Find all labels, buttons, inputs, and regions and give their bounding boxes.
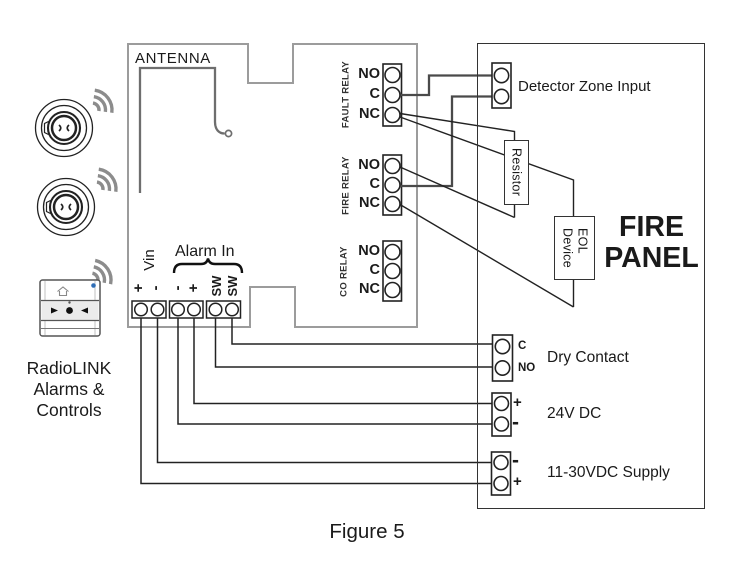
fault-nc-label: NC: [359, 105, 380, 122]
terminal-label-alarm-minus: -: [168, 285, 186, 290]
24v-label: 24V DC: [547, 405, 602, 422]
vin-label: Vin: [141, 249, 158, 271]
wire-alarm-plus-to-24v-plus: [193, 318, 492, 405]
dry-contact-label: Dry Contact: [547, 349, 629, 366]
terminal-label-vin-minus: -: [146, 285, 164, 290]
24v-minus-label: -: [512, 411, 519, 434]
co-c-label: C: [369, 261, 380, 278]
wire-fire-no-to-resistor-bottom: [399, 166, 515, 219]
dry-contact-no-label: NO: [518, 362, 536, 374]
indicator-led: [91, 283, 96, 288]
wire-fault-c-to-zone-top: [401, 74, 492, 97]
wire-vin-minus-to-supply-minus: [156, 318, 492, 464]
antenna-label: ANTENNA: [135, 50, 211, 67]
radiolink-caption-line1: RadioLINK: [26, 358, 112, 378]
wire-zone-bottom-to-fire-c: [401, 95, 492, 188]
fault-c-label: C: [369, 85, 380, 102]
fire-panel-title: FIRE PANEL: [600, 212, 703, 274]
wire-fault-nc-to-eol-top: [399, 116, 575, 216]
smoke-alarm-icon-2: [36, 177, 96, 237]
terminal-label-sw2: SW: [225, 275, 240, 297]
terminal-label-sw1: SW: [209, 275, 224, 297]
fire-c-label: C: [369, 175, 380, 192]
relay-terminal-blocks: [382, 63, 403, 302]
co-no-label: NO: [358, 242, 380, 259]
supply-minus-label: -: [512, 449, 519, 472]
wire-alarm-minus-to-24v-minus: [177, 318, 492, 425]
dry-contact-c-label: C: [518, 340, 527, 352]
wire-fault-nc-to-resistor-top: [399, 112, 516, 140]
terminal-label-vin-plus: +: [130, 283, 147, 292]
fire-no-label: NO: [358, 156, 380, 173]
module-outline: [127, 43, 418, 328]
24v-plus-label: +: [513, 394, 522, 411]
module-terminal-blocks: [131, 300, 242, 319]
terminal-label-alarm-plus: +: [184, 283, 202, 292]
smoke-alarm-icon-1: [34, 98, 94, 158]
detector-zone-label: Detector Zone Input: [518, 78, 651, 95]
panel-terminal-blocks: [490, 62, 514, 496]
radiolink-caption-line2: Alarms &: [33, 379, 105, 399]
resistor-box: Resistor: [504, 140, 529, 205]
alarm-in-label: Alarm In: [175, 243, 235, 260]
call-point-icon: [39, 279, 101, 337]
fire-nc-label: NC: [359, 194, 380, 211]
house-icon: [57, 286, 69, 297]
wireless-waves-icon-1: [92, 88, 114, 114]
wireless-waves-icon-2: [96, 167, 118, 193]
figure-caption: Figure 5: [329, 520, 405, 543]
supply-label: 11-30VDC Supply: [547, 464, 670, 481]
wire-sw1-to-dry-no: [214, 318, 492, 368]
fire-panel-title-line1: FIRE: [619, 211, 684, 243]
co-nc-label: NC: [359, 280, 380, 297]
wire-vin-plus-to-supply-plus: [140, 318, 492, 485]
supply-plus-label: +: [513, 473, 522, 490]
fire-panel-title-line2: PANEL: [604, 242, 699, 274]
wire-sw2-to-dry-c: [231, 318, 492, 345]
radiolink-caption-line3: Controls: [36, 400, 102, 420]
zone-wires: [401, 74, 492, 188]
resistor-label: Resistor: [509, 148, 524, 197]
fire-panel-box: [477, 43, 705, 509]
radiolink-caption: RadioLINK Alarms & Controls: [12, 358, 126, 421]
eol-resistor-wires: [399, 112, 575, 308]
alarm-in-brace: [172, 258, 244, 274]
supply-and-contact-wires: [140, 318, 492, 485]
fault-no-label: NO: [358, 65, 380, 82]
wire-fire-nc-to-eol-bottom: [399, 203, 574, 308]
antenna-icon: [138, 66, 233, 193]
